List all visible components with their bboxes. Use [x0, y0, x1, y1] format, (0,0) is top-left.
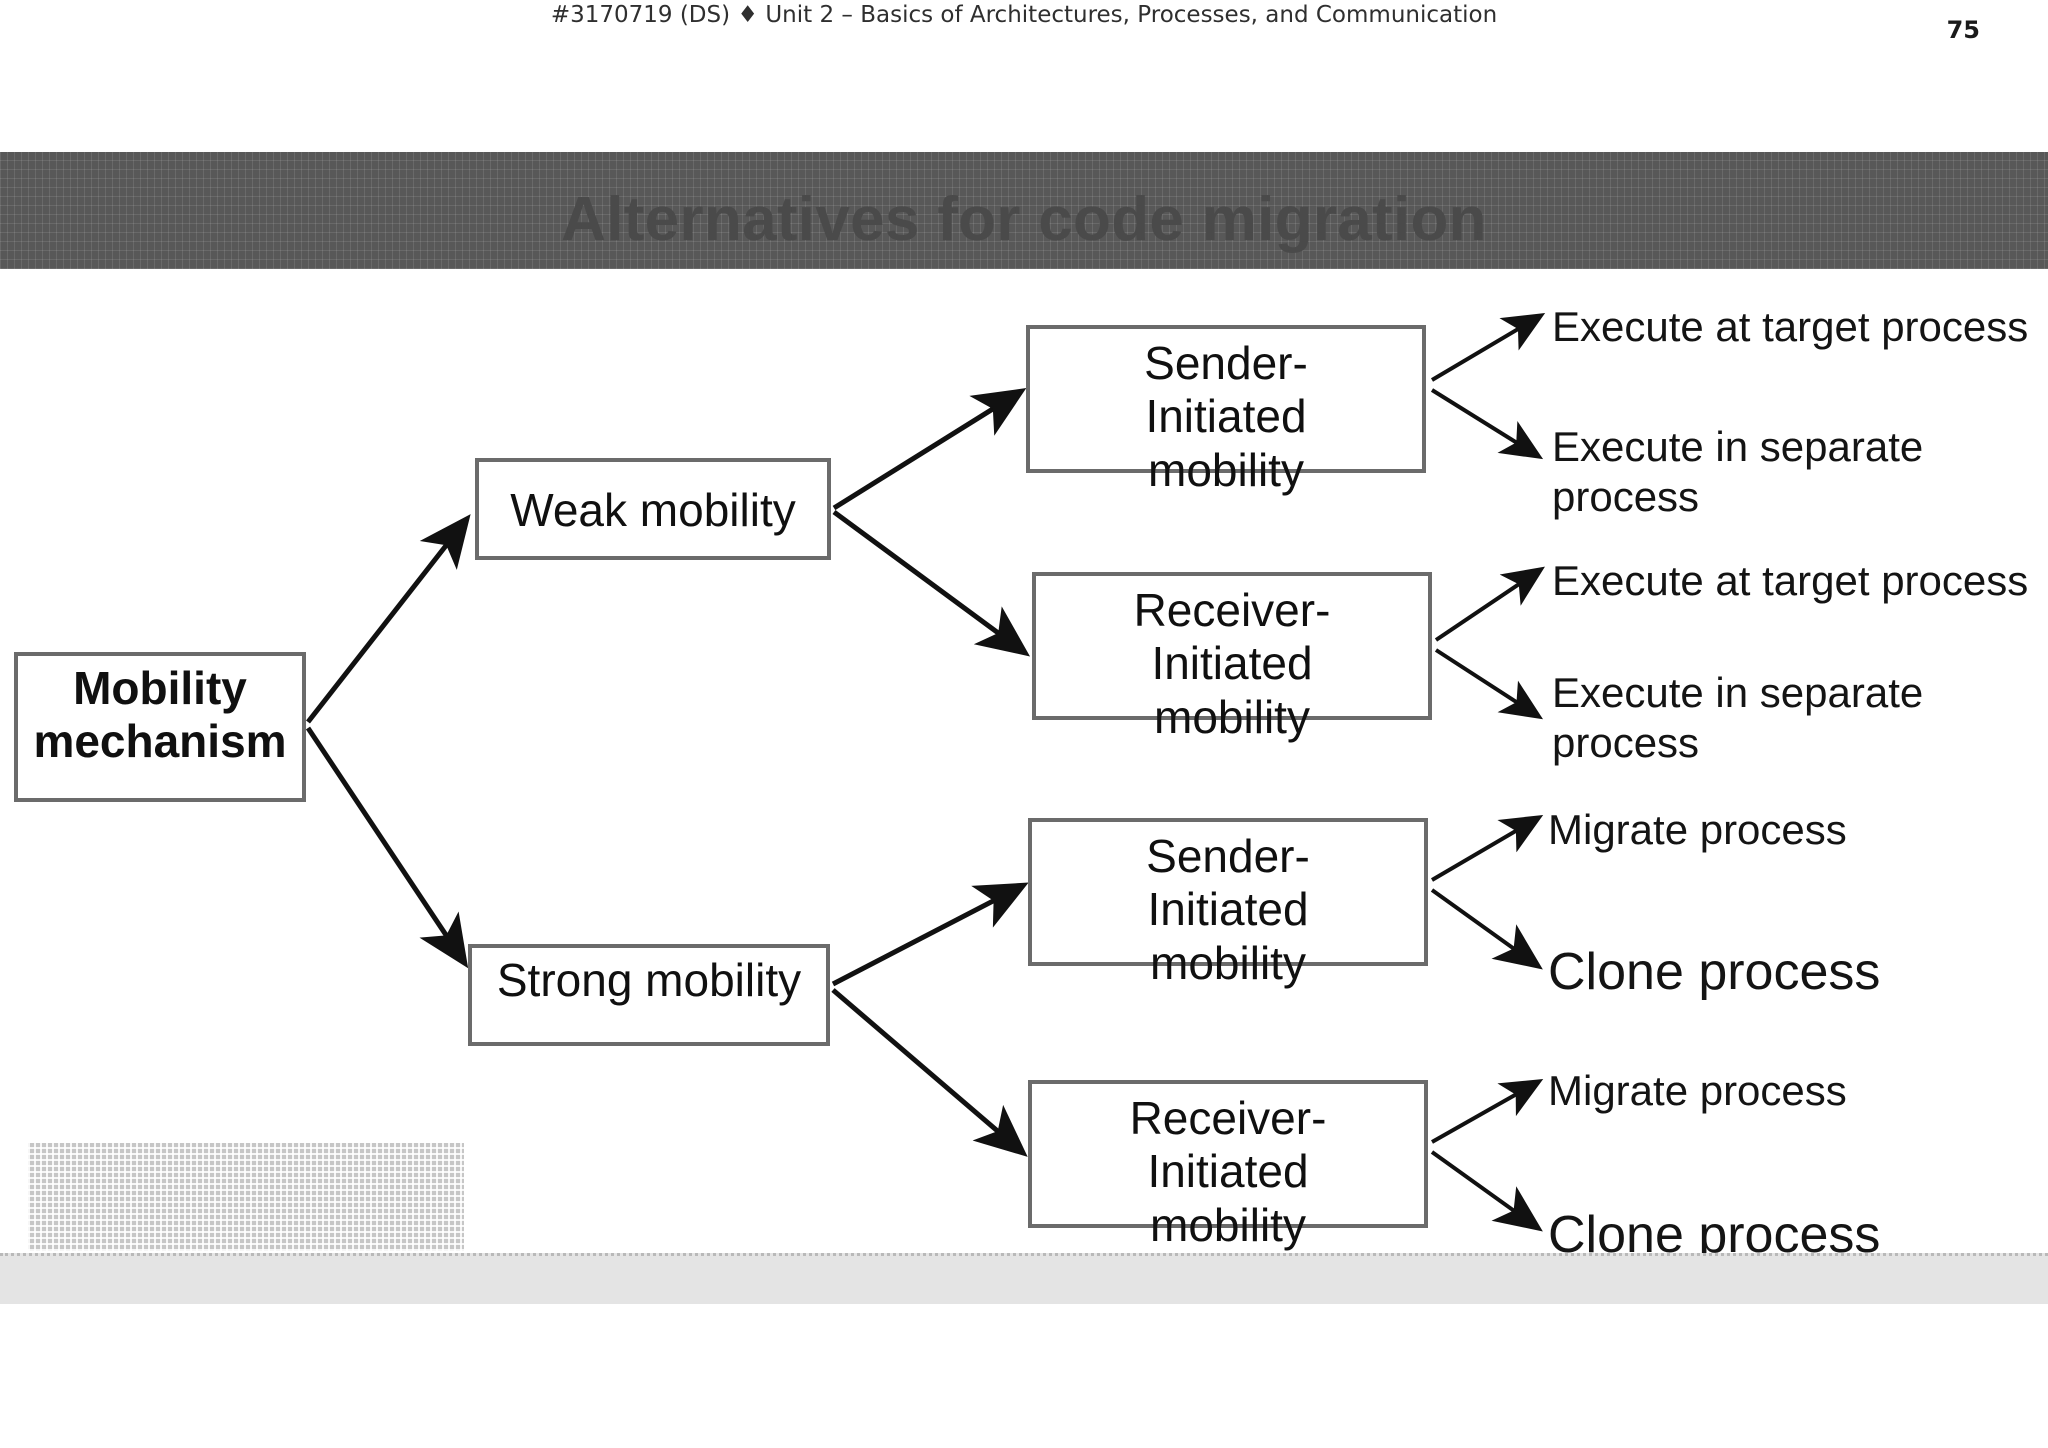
leaf-execute-at-target-process-2: Execute at target process — [1552, 557, 2029, 604]
leaf-execute-in-separate-process-2: Execute in separate process — [1552, 669, 1924, 766]
edge-weak-to-receiver-initiated-1 — [832, 509, 1031, 657]
node-strong-mobility-label: Strong mobility — [496, 954, 802, 1006]
node-sender-initiated-mobility-weak[interactable]: Sender- Initiated mobility — [1026, 325, 1426, 496]
page-number: 75 — [1946, 16, 1980, 44]
leaf-execute-at-target-process-1: Execute at target process — [1552, 303, 2029, 350]
edge-sender1-to-execute-in-separate — [1430, 388, 1544, 460]
node-receiver-initiated-mobility-weak[interactable]: Receiver- Initiated mobility — [1032, 572, 1432, 743]
node-sender-initiated-mobility-strong-label: Sender- Initiated mobility — [1146, 830, 1310, 989]
edge-receiver1-to-execute-in-separate — [1434, 648, 1544, 720]
edge-sender1-to-execute-at-target — [1430, 312, 1546, 382]
edge-root-to-weak — [306, 514, 471, 724]
edge-root-to-strong — [305, 726, 469, 969]
edge-strong-to-sender-initiated-2 — [831, 882, 1029, 987]
leaf-migrate-process-2: Migrate process — [1548, 1067, 1847, 1114]
node-strong-mobility[interactable]: Strong mobility — [468, 944, 830, 1046]
node-receiver-initiated-mobility-strong[interactable]: Receiver- Initiated mobility — [1028, 1080, 1428, 1251]
edge-receiver2-to-clone-process — [1430, 1150, 1543, 1232]
node-receiver-initiated-mobility-weak-label: Receiver- Initiated mobility — [1133, 584, 1331, 743]
edge-sender2-to-migrate-process — [1430, 814, 1544, 882]
edge-receiver2-to-migrate-process — [1431, 1079, 1544, 1144]
node-weak-mobility-label: Weak mobility — [510, 484, 796, 536]
leaf-migrate-process-1: Migrate process — [1548, 806, 1847, 853]
footer-bar — [0, 1253, 2048, 1304]
edge-weak-to-sender-initiated-1 — [832, 388, 1027, 511]
leaf-execute-in-separate-process-1: Execute in separate process — [1552, 423, 1924, 520]
footer-course-text: #3170719 (DS) ♦ Unit 2 – Basics of Archi… — [550, 2, 1498, 28]
slide-title-band: Alternatives for code migration — [0, 152, 2048, 269]
node-receiver-initiated-mobility-strong-label: Receiver- Initiated mobility — [1129, 1092, 1327, 1251]
decorative-texture-rectangle — [28, 1143, 464, 1251]
node-mobility-mechanism[interactable]: Mobility mechanism — [14, 652, 306, 802]
node-sender-initiated-mobility-weak-label: Sender- Initiated mobility — [1144, 337, 1308, 496]
leaf-clone-process-1: Clone process — [1548, 943, 1881, 1001]
node-mobility-mechanism-label: Mobility mechanism — [33, 662, 287, 768]
edge-receiver1-to-execute-at-target — [1434, 566, 1545, 642]
page-title: Alternatives for code migration — [561, 184, 1487, 254]
node-weak-mobility[interactable]: Weak mobility — [475, 458, 831, 560]
node-sender-initiated-mobility-strong[interactable]: Sender- Initiated mobility — [1028, 818, 1428, 989]
edge-strong-to-receiver-initiated-2 — [831, 988, 1028, 1157]
edge-sender2-to-clone-process — [1430, 888, 1543, 970]
